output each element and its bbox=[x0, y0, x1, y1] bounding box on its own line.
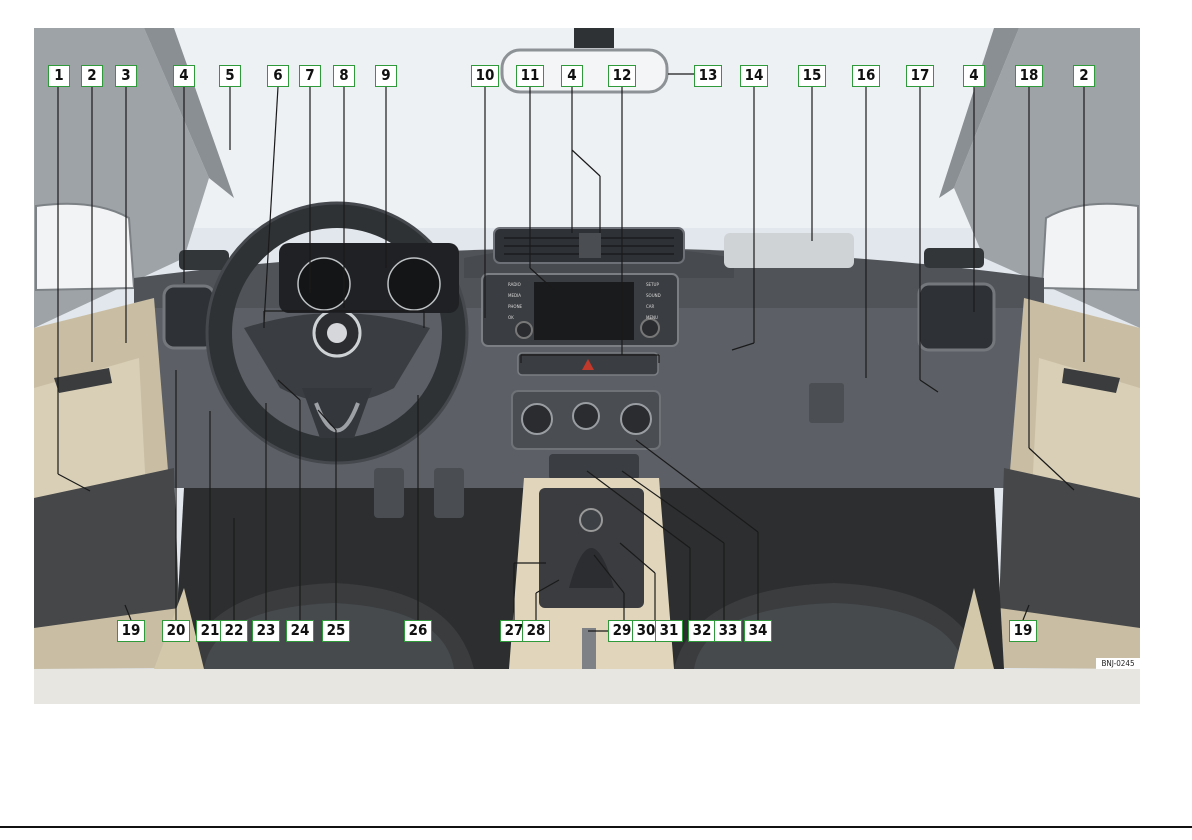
callout-2-right: 2 bbox=[1073, 65, 1095, 87]
callout-11: 11 bbox=[516, 65, 544, 87]
callout-2-left: 2 bbox=[81, 65, 103, 87]
callout-1: 1 bbox=[48, 65, 70, 87]
callout-8: 8 bbox=[333, 65, 355, 87]
callout-10: 10 bbox=[471, 65, 499, 87]
callout-28: 28 bbox=[522, 620, 550, 642]
callout-14: 14 bbox=[740, 65, 768, 87]
callout-34: 34 bbox=[744, 620, 772, 642]
caption-strip bbox=[34, 669, 1140, 704]
callout-32: 32 bbox=[688, 620, 716, 642]
radio-button-label: SETUP bbox=[646, 282, 659, 287]
callout-18: 18 bbox=[1015, 65, 1043, 87]
callout-25: 25 bbox=[322, 620, 350, 642]
figure-code: BNJ-0245 bbox=[1096, 658, 1140, 669]
callout-19-right: 19 bbox=[1009, 620, 1037, 642]
callout-5: 5 bbox=[219, 65, 241, 87]
dashboard-illustration: RADIO MEDIA PHONE OK SETUP SOUND CAR MENU bbox=[34, 28, 1140, 669]
callout-19-left: 19 bbox=[117, 620, 145, 642]
radio-button-label: MENU bbox=[646, 315, 658, 320]
callout-31: 31 bbox=[655, 620, 683, 642]
callout-16: 16 bbox=[852, 65, 880, 87]
callout-24: 24 bbox=[286, 620, 314, 642]
callout-4-right: 4 bbox=[963, 65, 985, 87]
callout-12: 12 bbox=[608, 65, 636, 87]
radio-button-label: CAR bbox=[646, 304, 655, 309]
page-rule bbox=[0, 826, 1192, 828]
callout-13: 13 bbox=[694, 65, 722, 87]
callout-23: 23 bbox=[252, 620, 280, 642]
callout-3: 3 bbox=[115, 65, 137, 87]
radio-button-label: PHONE bbox=[508, 304, 523, 309]
callout-4-center: 4 bbox=[561, 65, 583, 87]
callout-15: 15 bbox=[798, 65, 826, 87]
callout-6: 6 bbox=[267, 65, 289, 87]
callout-26: 26 bbox=[404, 620, 432, 642]
callout-22: 22 bbox=[220, 620, 248, 642]
callout-20: 20 bbox=[162, 620, 190, 642]
car-interior-drawing: RADIO MEDIA PHONE OK SETUP SOUND CAR MENU bbox=[34, 28, 1140, 669]
callout-33: 33 bbox=[714, 620, 742, 642]
radio-button-label: OK bbox=[508, 315, 514, 320]
radio-button-label: RADIO bbox=[508, 282, 521, 287]
callout-7: 7 bbox=[299, 65, 321, 87]
callout-17: 17 bbox=[906, 65, 934, 87]
radio-button-label: SOUND bbox=[646, 293, 661, 298]
callout-9: 9 bbox=[375, 65, 397, 87]
callout-4-left: 4 bbox=[173, 65, 195, 87]
radio-button-label: MEDIA bbox=[508, 293, 521, 298]
